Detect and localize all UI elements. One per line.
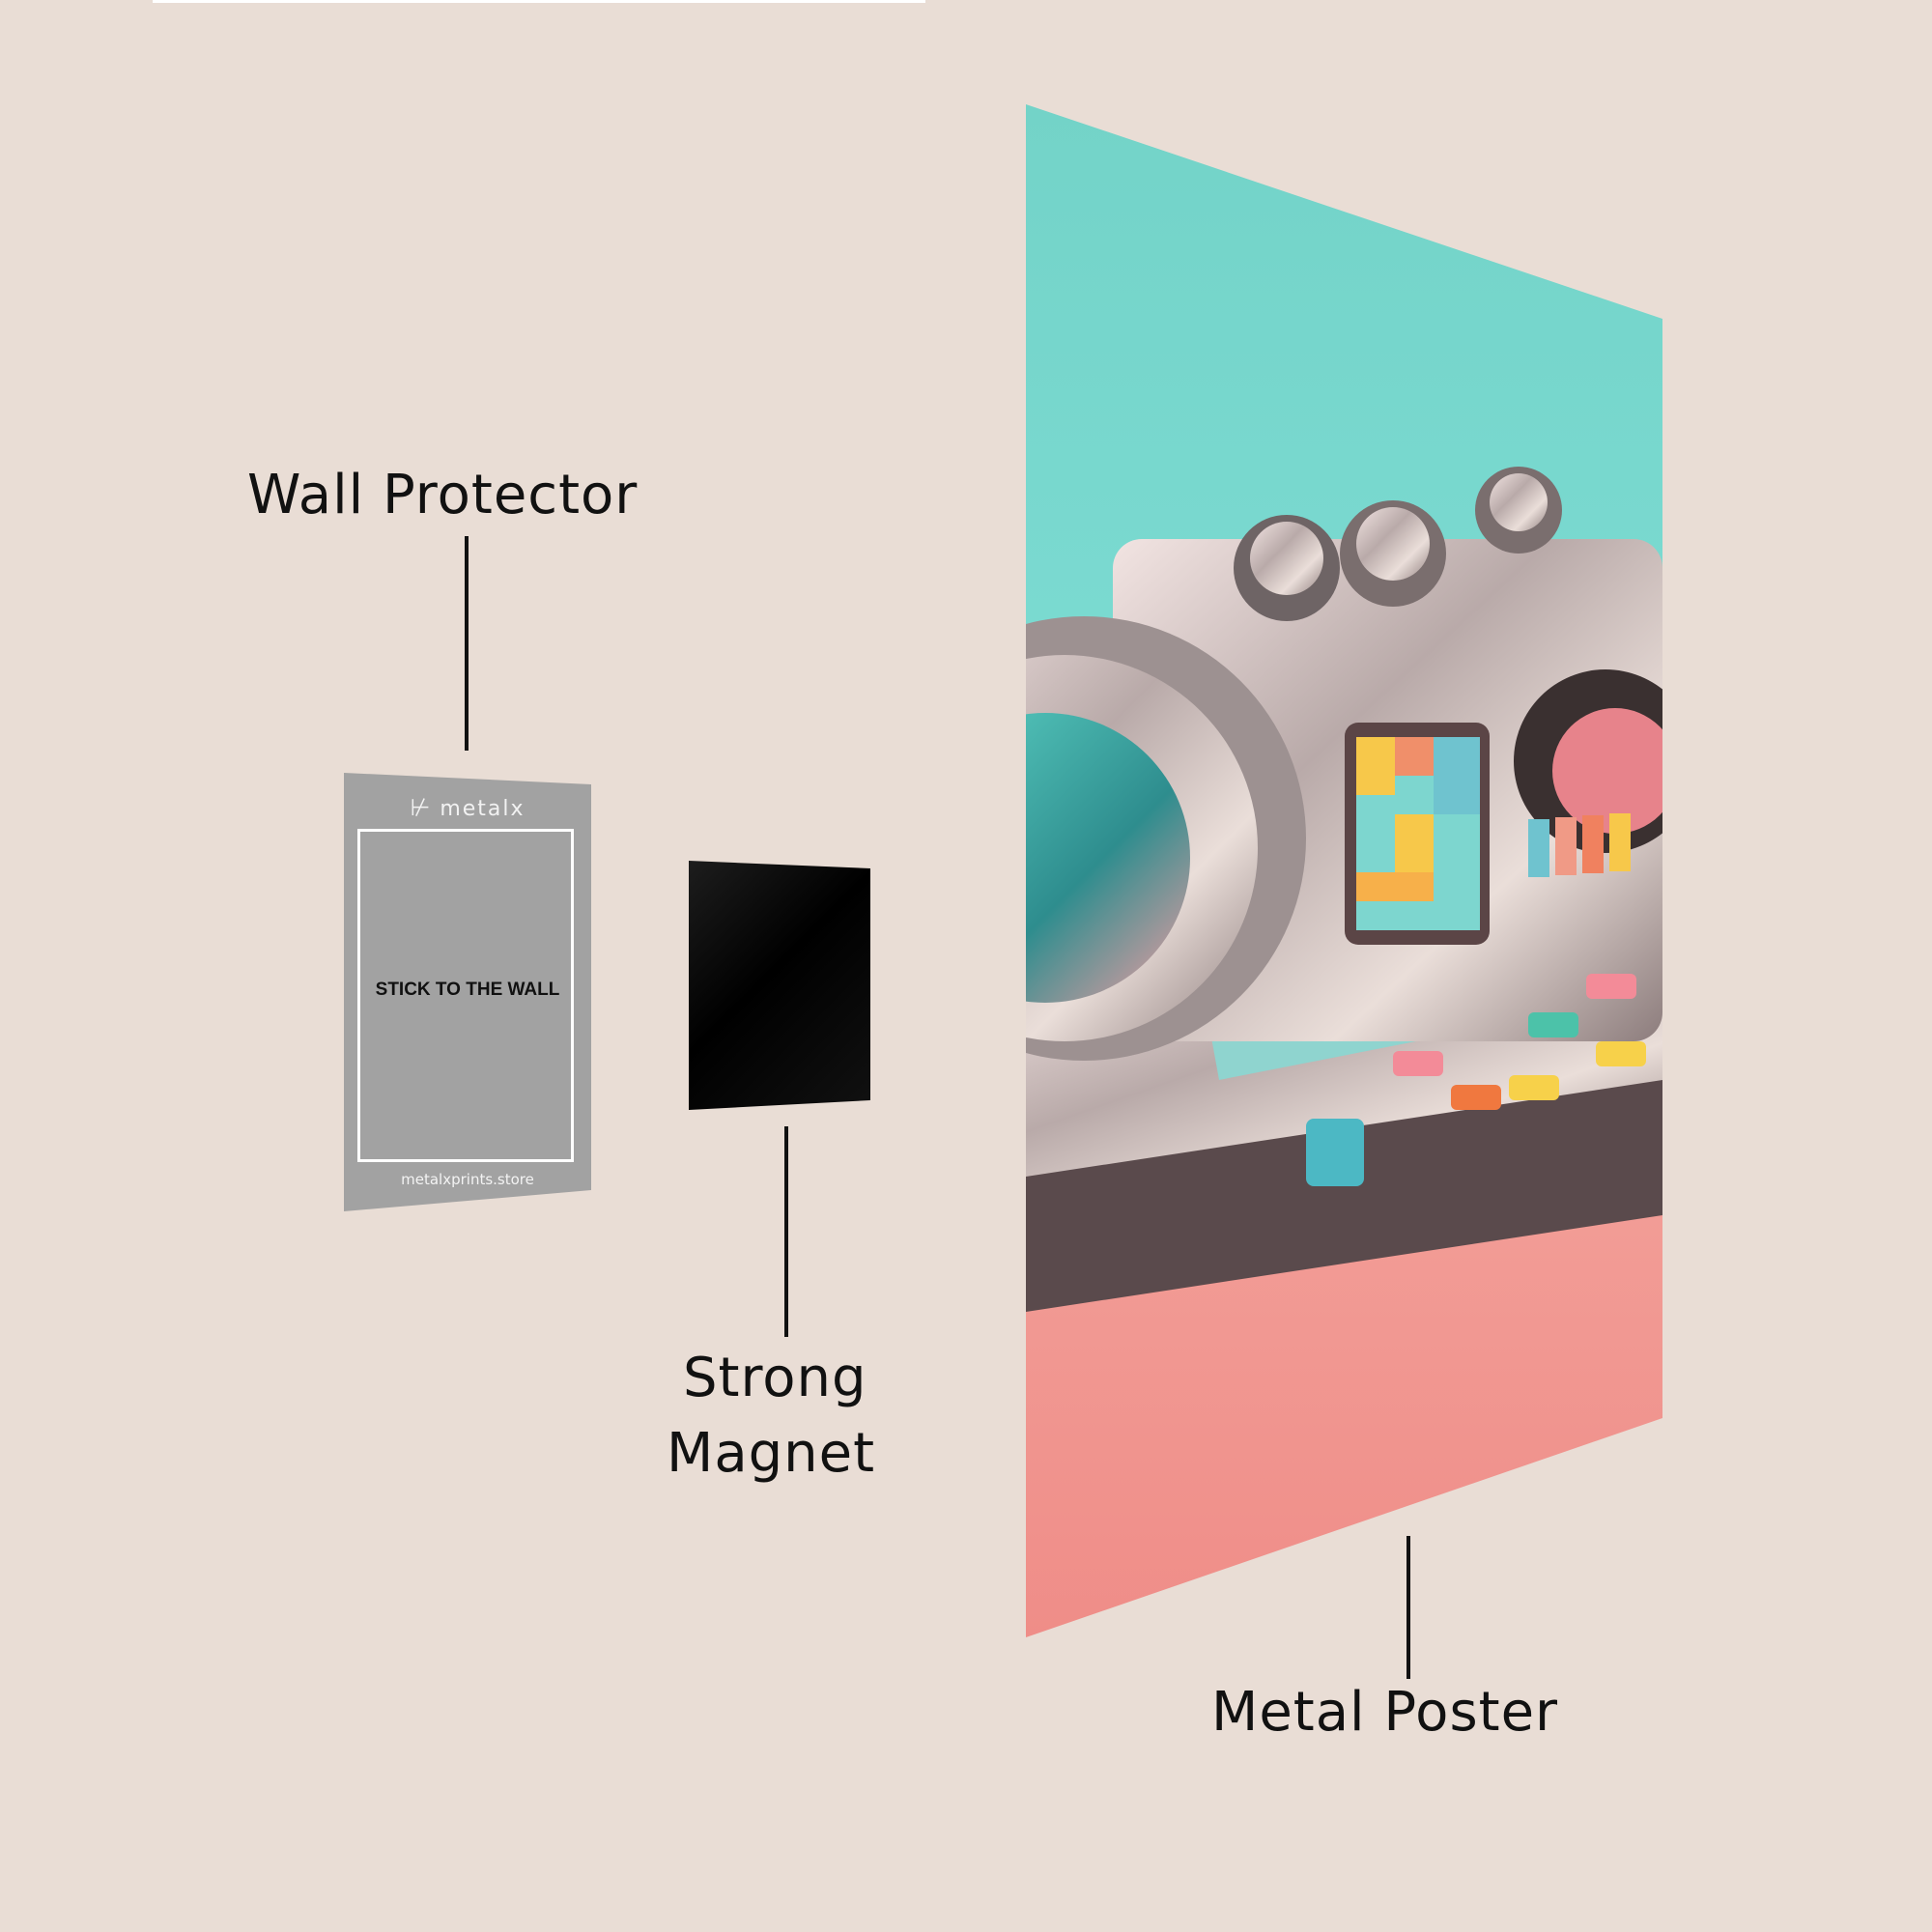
wall-protector-card: ⊬ metalx STICK TO THE WALL metalxprints.s… (344, 773, 591, 1211)
metalx-brand-text: metalx (440, 797, 526, 821)
metal-poster (1026, 104, 1662, 1637)
metal-poster-leader-line (1406, 1536, 1410, 1679)
strong-magnet-leader-line (784, 1126, 788, 1337)
metalx-logo-icon: ⊬ (410, 794, 433, 821)
stick-to-the-wall-text: STICK TO THE WALL (375, 980, 560, 1000)
strong-magnet-square (689, 861, 870, 1110)
metalx-brand: ⊬ metalx (344, 794, 591, 821)
pixel-screen (1356, 737, 1480, 930)
metal-poster-label: Metal Poster (1211, 1681, 1559, 1744)
protector-inner-frame (357, 829, 574, 1162)
wall-protector-leader-line (465, 536, 469, 751)
top-edge-strip (153, 0, 925, 3)
retro-camera-artwork (1026, 104, 1662, 1637)
strong-magnet-label-line2: Magnet (667, 1422, 876, 1485)
strong-magnet-label-line1: Strong (683, 1347, 867, 1409)
wall-protector-label: Wall Protector (247, 464, 639, 526)
store-url-text: metalxprints.store (401, 1171, 534, 1188)
